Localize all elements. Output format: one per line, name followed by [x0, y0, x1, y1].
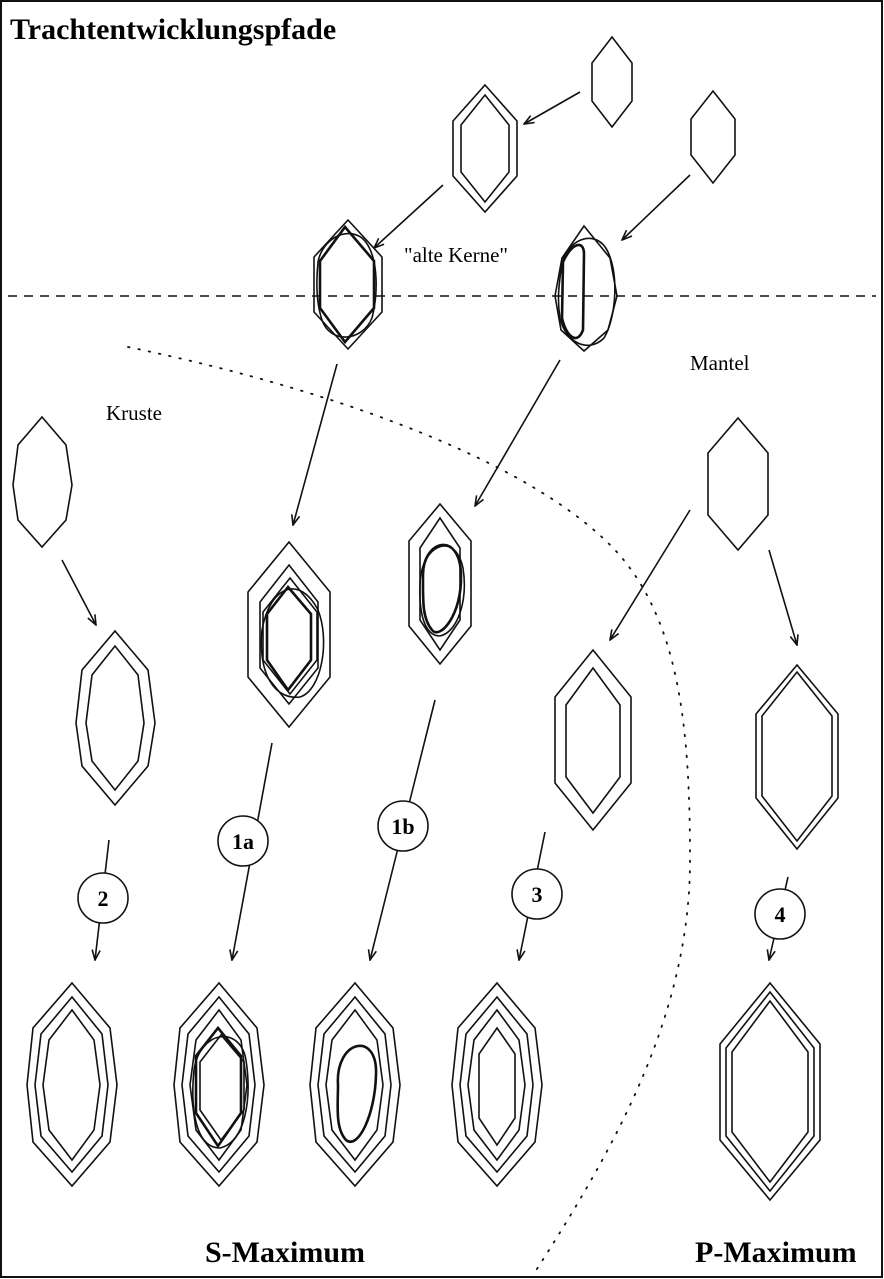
- old-core-left: [313, 218, 383, 351]
- crystal-4-final: [719, 981, 821, 1202]
- arrow-mantel-to-3: [610, 509, 691, 640]
- crystal-3-final: [451, 981, 543, 1188]
- pathway-arrows: [61, 91, 797, 960]
- dotted-boundary: [127, 346, 691, 1273]
- label-alte-kerne: "alte Kerne": [404, 243, 508, 267]
- arrow-middle-to-core-left: [374, 184, 444, 248]
- arrow-upper-right-to-core-right: [622, 174, 691, 240]
- step-1b-marker: 1b: [377, 800, 429, 852]
- crystal-4-intermediate: [755, 663, 839, 851]
- arrow-core-left-to-1a: [293, 363, 338, 525]
- step-2-marker: 2: [77, 872, 129, 924]
- crystal-1a-intermediate: [247, 540, 331, 729]
- old-core-right: [554, 224, 618, 353]
- crystal-2-final: [26, 981, 118, 1188]
- step-3-marker: 3: [511, 868, 563, 920]
- label-p-maximum: P-Maximum: [695, 1236, 857, 1269]
- initial-crystal-upper-right: [690, 89, 736, 185]
- crystal-1b-final: [309, 981, 401, 1188]
- diagram-title: Trachtentwicklungspfade: [10, 13, 336, 46]
- step-1a-marker: 1a: [217, 815, 269, 867]
- arrow-mantel-to-4: [768, 549, 797, 645]
- step-1b-label: 1b: [391, 814, 414, 839]
- crystal-1a-final: [173, 981, 265, 1188]
- arrow-kruste-to-2: [61, 559, 96, 625]
- initial-crystal-top-right: [591, 35, 633, 129]
- crystal-mantel-initial: [707, 416, 769, 552]
- crystal-kruste-initial: [12, 415, 73, 549]
- step-1a-label: 1a: [232, 829, 254, 854]
- label-s-maximum: S-Maximum: [205, 1236, 365, 1269]
- step-2-label: 2: [98, 886, 109, 911]
- crystal-3-intermediate: [554, 648, 632, 832]
- step-3-label: 3: [532, 882, 543, 907]
- crystal-top-middle: [452, 83, 518, 214]
- arrow-top-right-to-middle: [524, 91, 581, 124]
- crystal-1b-intermediate: [408, 502, 472, 666]
- label-kruste: Kruste: [106, 401, 162, 425]
- crystal-2-intermediate: [75, 629, 156, 807]
- step-4-label: 4: [775, 902, 786, 927]
- step-4-marker: 4: [754, 888, 806, 940]
- arrow-core-right-to-1b: [475, 359, 561, 506]
- label-mantel: Mantel: [690, 351, 750, 375]
